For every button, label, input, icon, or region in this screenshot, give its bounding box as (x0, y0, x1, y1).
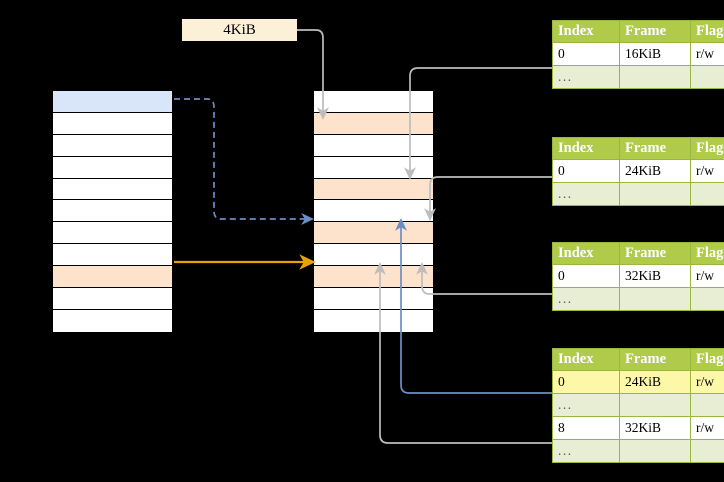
cell-index: 0 (552, 370, 620, 394)
column-header-frame: Frame (619, 348, 691, 371)
column-header-index: Index (552, 242, 620, 265)
wire-virtual-blue-to-physical (174, 98, 314, 225)
memory-row (314, 200, 433, 223)
cell-flags: r/w (690, 416, 724, 440)
memory-row (53, 156, 172, 179)
cell-index: 0 (552, 159, 620, 183)
cell-frame (619, 182, 691, 206)
cell-flags: r/w (690, 370, 724, 394)
cell-frame: 32KiB (619, 416, 691, 440)
cell-flags (690, 287, 724, 311)
cell-flags (690, 393, 724, 417)
physical-memory-column (313, 90, 434, 332)
column-header-frame: Frame (619, 137, 691, 160)
cell-flags (690, 65, 724, 89)
cell-frame (619, 287, 691, 311)
cell-flags: r/w (690, 264, 724, 288)
memory-row (53, 91, 172, 113)
column-header-flags: Flags (690, 348, 724, 371)
memory-row (314, 178, 433, 201)
cell-index: ... (552, 393, 620, 417)
cell-frame (619, 393, 691, 417)
wire-pt3-to-frame (416, 262, 552, 295)
table-row: ... (552, 439, 724, 463)
table-header-row: IndexFrameFlags (552, 20, 724, 43)
table-header-row: IndexFrameFlags (552, 137, 724, 160)
column-header-index: Index (552, 348, 620, 371)
memory-row (53, 112, 172, 135)
memory-row (314, 288, 433, 310)
memory-row (314, 156, 433, 179)
memory-row (314, 266, 433, 289)
cell-flags (690, 182, 724, 206)
memory-row (53, 244, 172, 267)
memory-row (53, 200, 172, 223)
page-table-1: IndexFrameFlags016KiBr/w... (552, 20, 724, 89)
column-header-flags: Flags (690, 20, 724, 43)
cell-frame (619, 65, 691, 89)
table-row: ... (552, 287, 724, 311)
column-header-frame: Frame (619, 20, 691, 43)
cell-index: ... (552, 287, 620, 311)
table-row: ... (552, 393, 724, 417)
memory-row (53, 134, 172, 157)
memory-row (314, 309, 433, 332)
cell-index: 0 (552, 42, 620, 66)
cell-flags: r/w (690, 159, 724, 183)
memory-row (314, 112, 433, 135)
cell-index: ... (552, 439, 620, 463)
memory-row (53, 222, 172, 245)
cell-index: ... (552, 182, 620, 206)
table-row: ... (552, 65, 724, 89)
cell-index: ... (552, 65, 620, 89)
cell-frame: 16KiB (619, 42, 691, 66)
memory-row (53, 309, 172, 332)
cell-flags: r/w (690, 42, 724, 66)
page-table-3: IndexFrameFlags032KiBr/w... (552, 242, 724, 311)
virtual-address-space-column (52, 90, 173, 332)
table-header-row: IndexFrameFlags (552, 242, 724, 265)
column-header-flags: Flags (690, 242, 724, 265)
column-header-frame: Frame (619, 242, 691, 265)
page-size-label: 4KiB (182, 19, 297, 41)
memory-row (314, 244, 433, 267)
table-row: ... (552, 182, 724, 206)
cell-index: 0 (552, 264, 620, 288)
memory-row (314, 91, 433, 113)
cell-frame: 24KiB (619, 159, 691, 183)
memory-row (53, 178, 172, 201)
cell-index: 8 (552, 416, 620, 440)
column-header-index: Index (552, 137, 620, 160)
page-table-4: IndexFrameFlags024KiBr/w...832KiBr/w... (552, 348, 724, 463)
page-table-2: IndexFrameFlags024KiBr/w... (552, 137, 724, 206)
memory-row (53, 266, 172, 289)
cell-frame: 32KiB (619, 264, 691, 288)
wire-pt2-to-frame (424, 176, 552, 221)
cell-frame (619, 439, 691, 463)
cell-flags (690, 439, 724, 463)
memory-row (314, 222, 433, 245)
column-header-flags: Flags (690, 137, 724, 160)
cell-frame: 24KiB (619, 370, 691, 394)
column-header-index: Index (552, 20, 620, 43)
memory-row (53, 288, 172, 310)
memory-row (314, 134, 433, 157)
table-header-row: IndexFrameFlags (552, 348, 724, 371)
